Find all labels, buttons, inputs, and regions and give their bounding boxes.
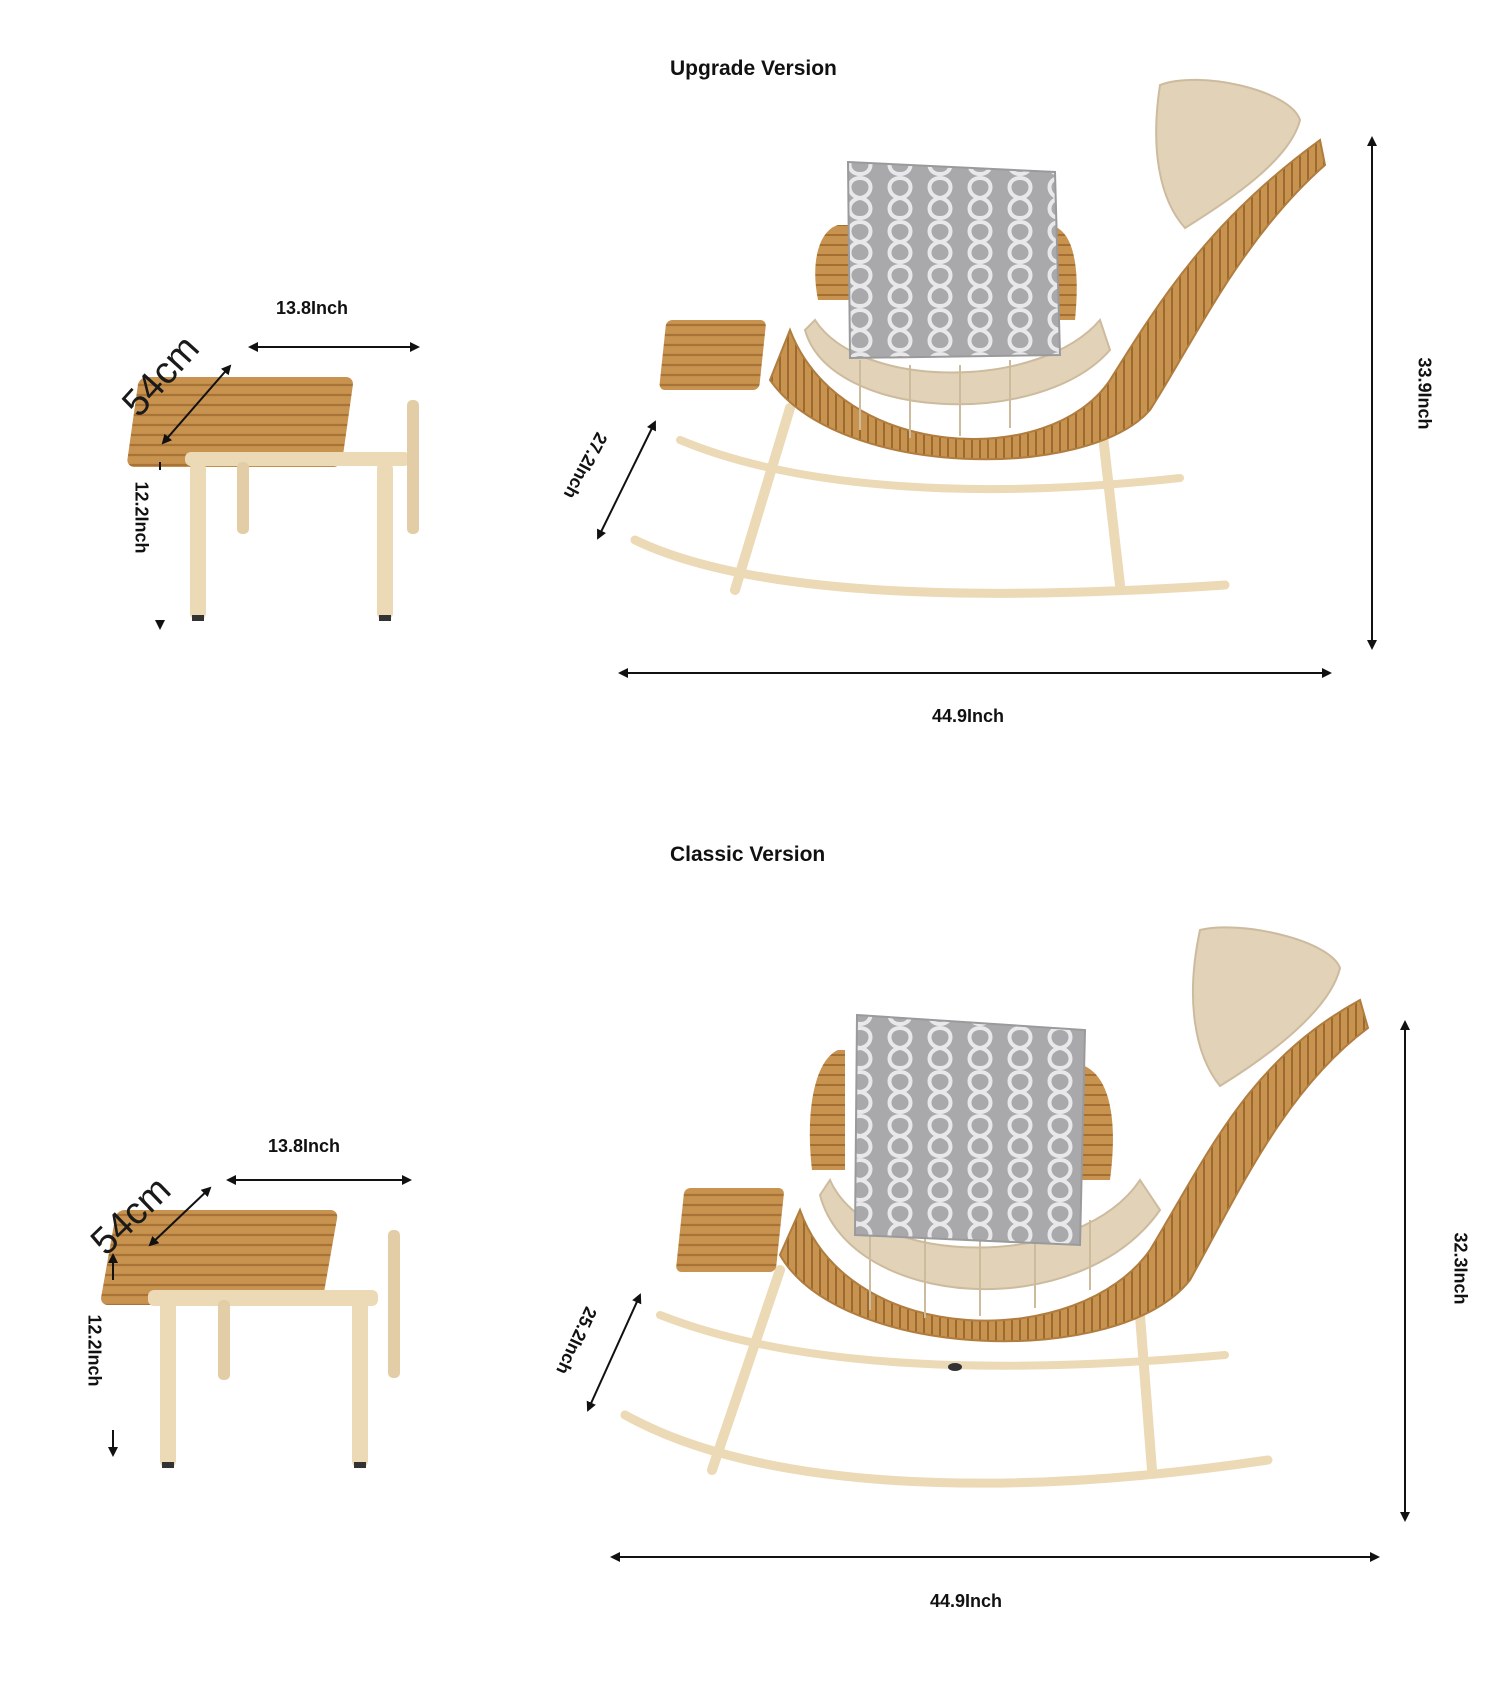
classic-version-panel: Classic Version 13.8Inch 54cm 12.2Inch 2… <box>0 843 1500 1705</box>
upgrade-illustration <box>127 78 1377 678</box>
upgrade-chair-height-label: 33.9Inch <box>1414 357 1435 430</box>
upgrade-chair-length-label: 44.9Inch <box>932 706 1005 726</box>
classic-chair-height-label: 32.3Inch <box>1450 1232 1471 1305</box>
upgrade-seat-depth-line <box>597 420 656 540</box>
upgrade-rocking-chair <box>630 78 1327 598</box>
upgrade-stool-depth-line <box>161 364 232 445</box>
upgrade-version-title: Upgrade Version <box>670 57 837 80</box>
classic-stool-height-label: 12.2Inch <box>84 1314 105 1387</box>
upgrade-version-panel: Upgrade Version 13.8Inch 54cm 12.2Inch 2… <box>0 0 1500 850</box>
classic-chair-length-label: 44.9Inch <box>930 1591 1003 1611</box>
classic-seat-depth-line <box>586 1293 642 1412</box>
upgrade-stool-width-label: 13.8Inch <box>276 298 349 318</box>
classic-stool-depth-line <box>148 1186 212 1247</box>
classic-rocking-chair <box>620 926 1370 1488</box>
upgrade-stool <box>127 377 419 621</box>
upgrade-stool-height-label: 12.2Inch <box>131 481 152 554</box>
classic-stool-width-label: 13.8Inch <box>268 1136 341 1156</box>
classic-stool <box>101 1210 400 1468</box>
classic-version-title: Classic Version <box>670 843 826 866</box>
classic-illustration <box>101 926 1410 1562</box>
